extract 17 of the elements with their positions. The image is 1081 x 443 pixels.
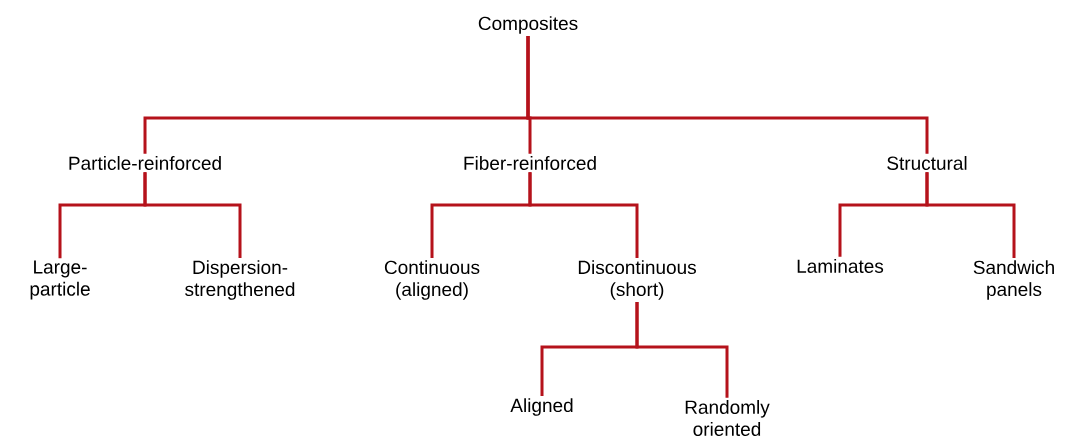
category-label: Continuous (aligned) xyxy=(384,260,480,300)
category-label: Composites xyxy=(478,16,578,34)
category-label: Particle-reinforced xyxy=(69,156,221,170)
connector-line xyxy=(526,36,929,154)
category-label: Discontinuous (short) xyxy=(578,260,696,300)
category-label: Large- particle xyxy=(30,260,90,300)
connector-line xyxy=(143,172,242,258)
category-label: Sandwich panels xyxy=(973,260,1054,300)
category-label: Aligned xyxy=(510,398,573,416)
category-label: Laminates xyxy=(797,259,884,273)
category-label: Dispersion- strengthened xyxy=(185,260,295,300)
connector-line xyxy=(528,172,639,258)
category-label: Structural xyxy=(887,156,967,170)
connector-line xyxy=(925,172,1016,258)
connector-line xyxy=(635,302,729,398)
category-label: Randomly oriented xyxy=(685,400,770,436)
category-label: Fiber-reinforced xyxy=(464,156,596,170)
